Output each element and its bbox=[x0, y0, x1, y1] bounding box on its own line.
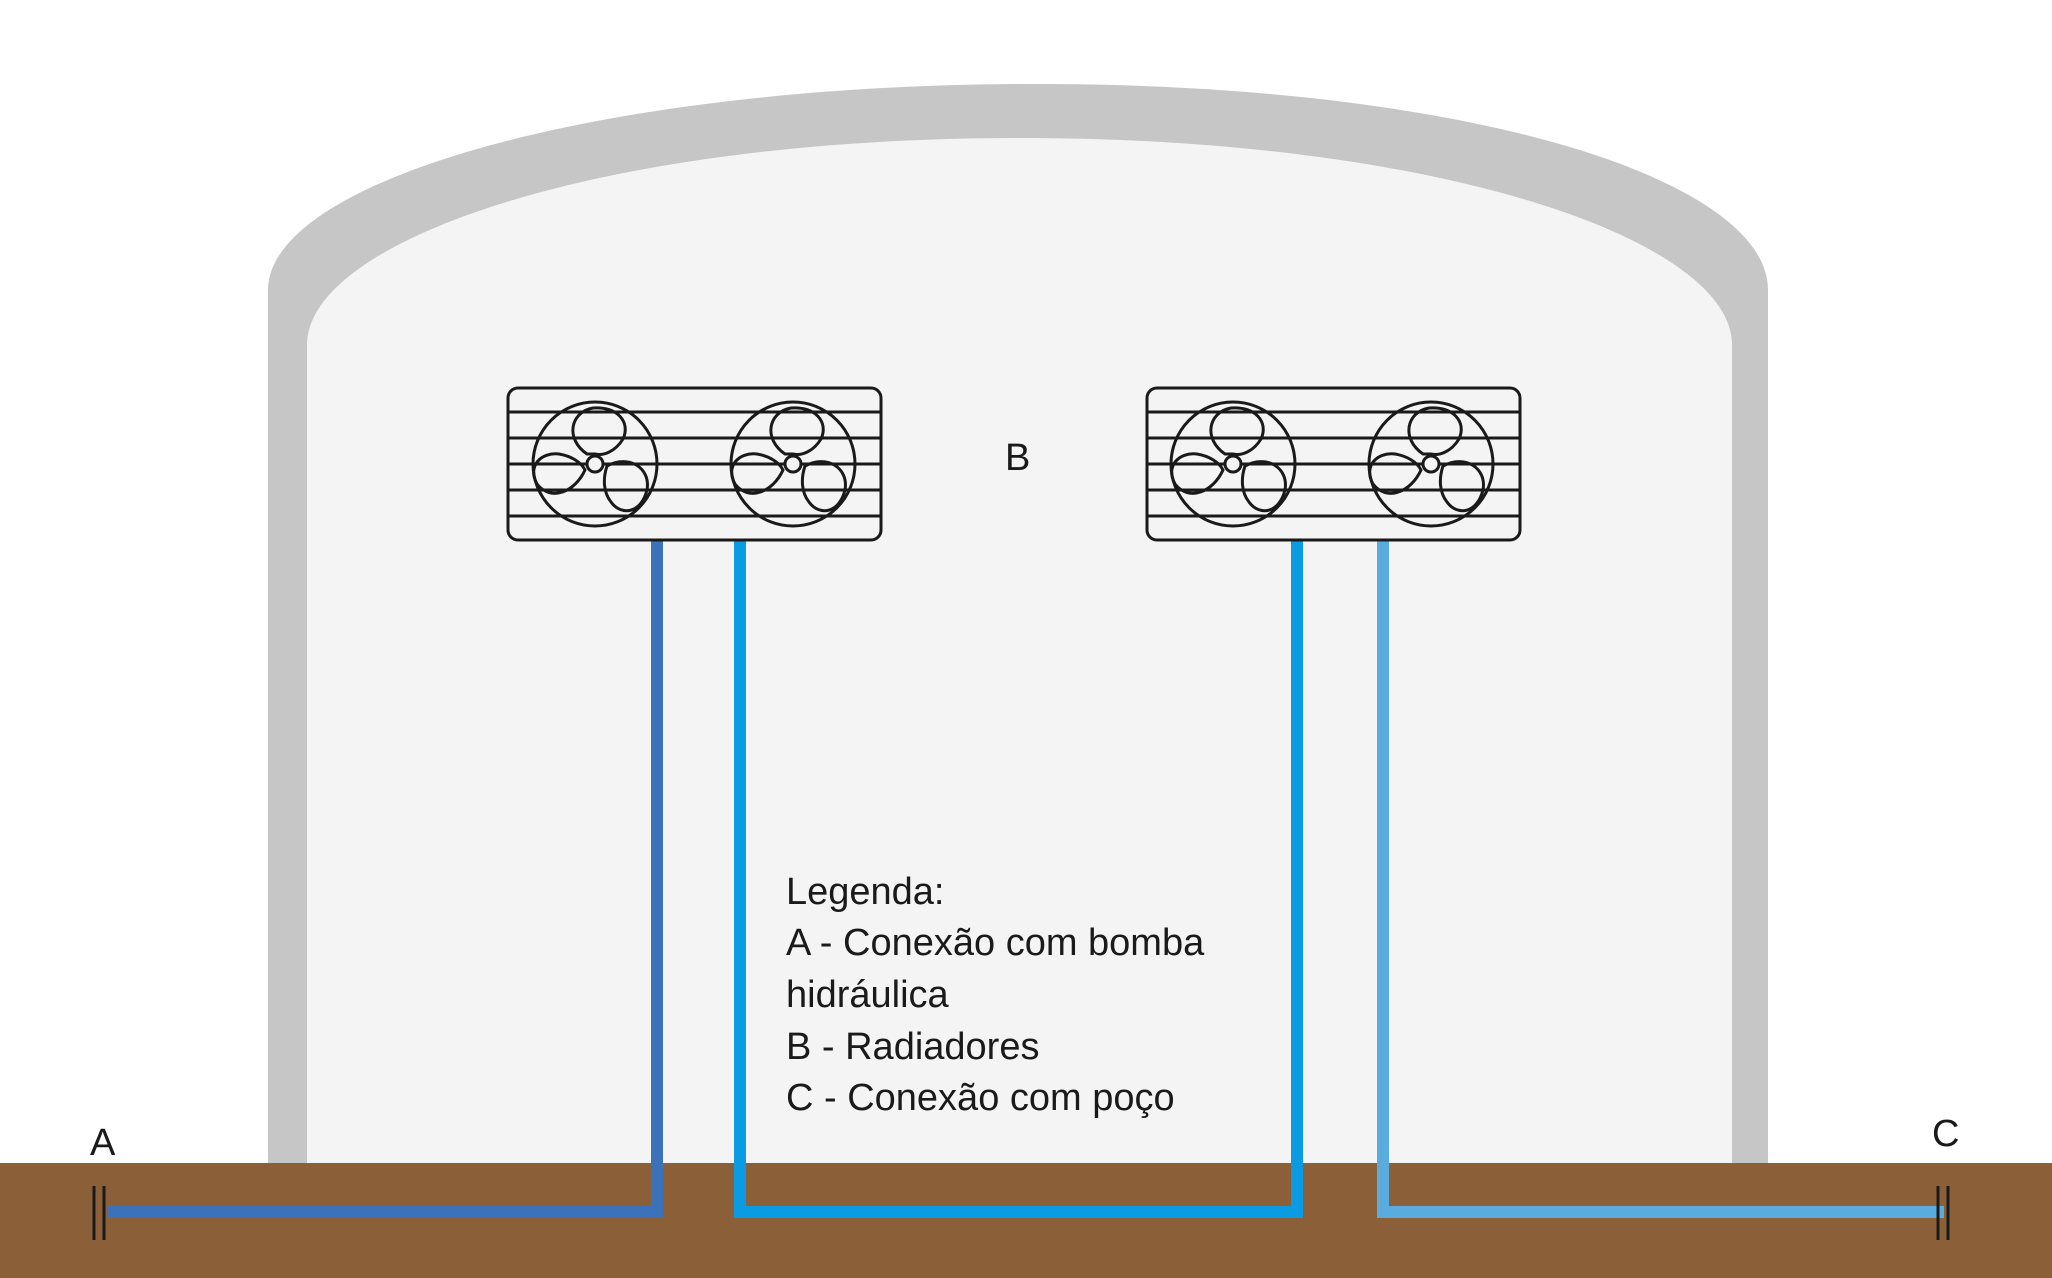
legend-item-a-cont: hidráulica bbox=[786, 974, 950, 1016]
label-a: A bbox=[90, 1122, 116, 1164]
legend: Legenda: A - Conexão com bomba hidráulic… bbox=[786, 871, 1205, 1119]
legend-title: Legenda: bbox=[786, 871, 945, 913]
legend-item-a: A - Conexão com bomba bbox=[786, 922, 1205, 964]
connector-c bbox=[1936, 1186, 1950, 1240]
radiator-right bbox=[1145, 386, 1522, 542]
pipe-a bbox=[108, 540, 663, 1218]
legend-item-b: B - Radiadores bbox=[786, 1026, 1039, 1068]
greenhouse-interior bbox=[307, 138, 1732, 1167]
label-b: B bbox=[1005, 437, 1030, 479]
connector-a bbox=[92, 1186, 106, 1240]
pipe-middle bbox=[734, 540, 1303, 1218]
ground bbox=[0, 1163, 2052, 1278]
legend-item-c: C - Conexão com poço bbox=[786, 1077, 1175, 1119]
radiator-left bbox=[506, 386, 883, 542]
label-c: C bbox=[1932, 1113, 1959, 1155]
pipe-c bbox=[1377, 540, 1944, 1218]
